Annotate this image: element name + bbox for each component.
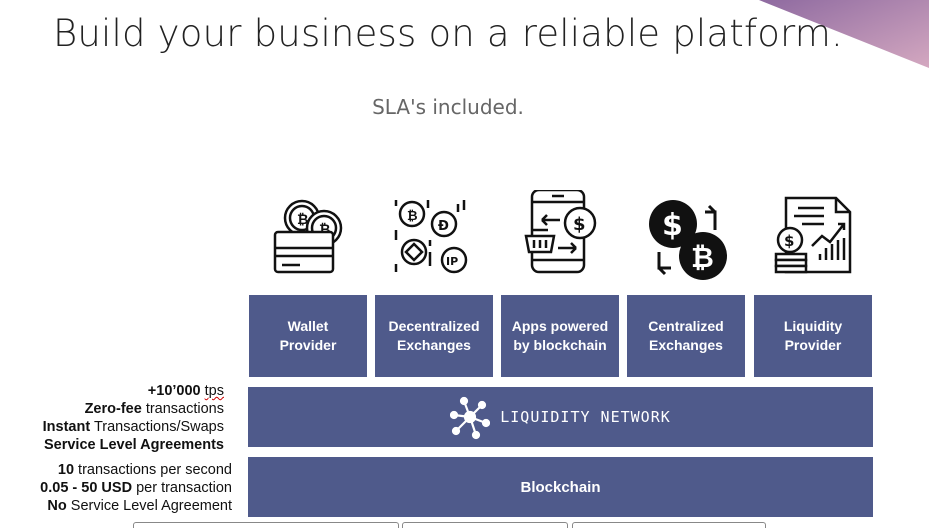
svg-text:₿: ₿ — [297, 212, 308, 228]
svg-text:$: $ — [662, 208, 683, 243]
blockchain-features: 10 transactions per second 0.05 - 50 USD… — [40, 461, 232, 515]
svg-text:₿: ₿ — [691, 241, 714, 274]
liquidity-network-bar[interactable]: LIQUIDITY NETWORK — [248, 387, 873, 447]
page-title: Build your business on a reliable platfo… — [52, 12, 843, 55]
blockchain-label: Blockchain — [520, 478, 601, 496]
bottom-partial-box — [402, 522, 568, 528]
corner-decoration — [759, 0, 929, 68]
liquidity-network-features: +10’000 tps Zero-fee transactions Instan… — [43, 382, 224, 454]
card-centralized-exchanges[interactable]: Centralized Exchanges — [627, 295, 745, 377]
phone-app-icon: $ — [524, 190, 597, 274]
feature-line: 0.05 - 50 USD per transaction — [40, 480, 232, 496]
feature-line: 10 transactions per second — [57, 462, 232, 478]
bottom-partial-box — [572, 522, 766, 528]
svg-text:IP: IP — [446, 255, 458, 268]
svg-text:$: $ — [573, 214, 586, 235]
blockchain-bar[interactable]: Blockchain — [248, 457, 873, 517]
card-apps-powered-by-blockchain[interactable]: Apps powered by blockchain — [501, 295, 619, 377]
network-hub-icon — [450, 396, 491, 440]
card-wallet-provider[interactable]: Wallet Provider — [249, 295, 367, 377]
svg-text:Đ: Đ — [438, 219, 449, 234]
svg-text:$: $ — [784, 232, 794, 250]
wallet-coins-icon: ₿ ₿ — [273, 199, 343, 274]
feature-line: +10’000 tps — [147, 383, 224, 399]
svg-text:₿: ₿ — [319, 222, 330, 238]
finance-report-icon: $ — [774, 196, 852, 274]
crypto-tokens-icon: ₿ Đ IP — [394, 200, 468, 274]
liquidity-network-label: LIQUIDITY NETWORK — [500, 408, 671, 426]
card-liquidity-provider[interactable]: Liquidity Provider — [754, 295, 872, 377]
feature-line: Service Level Agreements — [43, 437, 224, 453]
feature-line: Zero-fee transactions — [84, 401, 224, 417]
page-subtitle: SLA's included. — [372, 95, 524, 119]
feature-line: Instant Transactions/Swaps — [42, 419, 224, 435]
bottom-partial-box — [133, 522, 399, 528]
svg-text:₿: ₿ — [407, 209, 418, 224]
feature-line: No Service Level Agreement — [47, 498, 232, 514]
exchange-coins-icon: $ ₿ — [649, 200, 727, 280]
card-decentralized-exchanges[interactable]: Decentralized Exchanges — [375, 295, 493, 377]
